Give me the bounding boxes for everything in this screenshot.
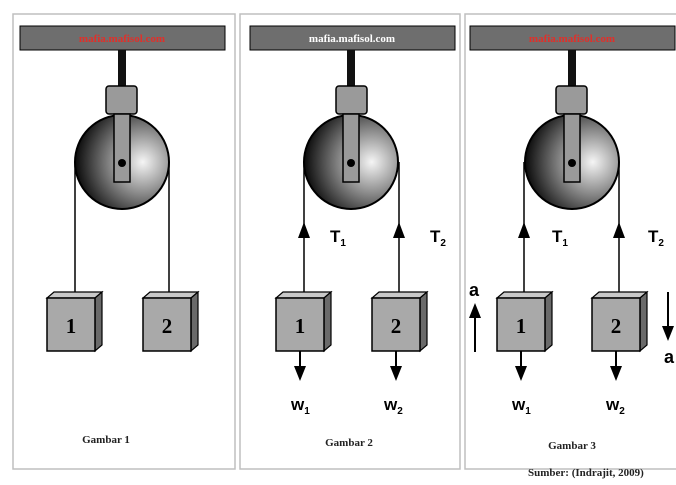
pulley-axle-bracket [342,113,360,183]
ceiling-bar [19,25,226,51]
weight-arrow-left [294,366,306,381]
pulley-axle [118,159,126,167]
hanger-rod [347,50,355,88]
hanger-block [105,85,138,115]
block-2: 2 [370,290,429,353]
panel-2: mafia.mafisol.com T1 T2 1 2 w1 w2 [249,25,456,449]
block-2-label: 2 [162,314,173,338]
tension-arrow-left [298,222,310,238]
tension-arrow-right [613,222,625,238]
block-1-label: 1 [516,314,527,338]
caption: Gambar 3 [548,440,596,452]
tension-arrow-right [393,222,405,238]
pulley-axle-bracket [113,113,131,183]
pulley-axle [347,159,355,167]
watermark-text: mafia.mafisol.com [309,33,395,45]
acceleration-left-arrow [469,303,481,318]
weight-2-label: w2 [605,395,625,417]
block-1: 1 [495,290,554,353]
pulley-axle-bracket [563,113,581,183]
tension-arrow-left [518,222,530,238]
panel-3-frame [464,13,676,470]
ceiling-bar [249,25,456,51]
block-1: 1 [274,290,333,353]
hanger-rod [568,50,576,88]
panel-2-frame [239,13,461,470]
hanger-rod [118,50,126,88]
tension-2-label: T2 [430,227,446,249]
block-1-label: 1 [295,314,306,338]
tension-1-label: T1 [330,227,346,249]
weight-1-label: w1 [511,395,531,417]
weight-2-label: w2 [383,395,403,417]
hanger-block [335,85,368,115]
panel-3: mafia.mafisol.com T1 T2 a a 1 2 [469,25,676,452]
block-1-label: 1 [66,314,77,338]
acceleration-left-label: a [469,280,480,300]
block-2: 2 [590,290,649,353]
caption: Gambar 2 [325,437,373,449]
acceleration-right-arrow [662,326,674,341]
watermark-text: mafia.mafisol.com [79,33,165,45]
block-2: 2 [141,290,200,353]
panel-1: mafia.mafisol.com 1 2 Gambar 1 [19,25,226,446]
pulley-axle [568,159,576,167]
source-credit: Sumber: (Indrajit, 2009) [528,467,644,479]
block-1: 1 [45,290,104,353]
caption: Gambar 1 [82,434,130,446]
weight-arrow-right [610,366,622,381]
block-2-label: 2 [391,314,402,338]
weight-arrow-left [515,366,527,381]
weight-arrow-right [390,366,402,381]
panel-1-frame [12,13,236,470]
acceleration-right-label: a [664,347,675,367]
tension-1-label: T1 [552,227,568,249]
hanger-block [555,85,588,115]
watermark-text: mafia.mafisol.com [529,33,615,45]
weight-1-label: w1 [290,395,310,417]
block-2-label: 2 [611,314,622,338]
tension-2-label: T2 [648,227,664,249]
